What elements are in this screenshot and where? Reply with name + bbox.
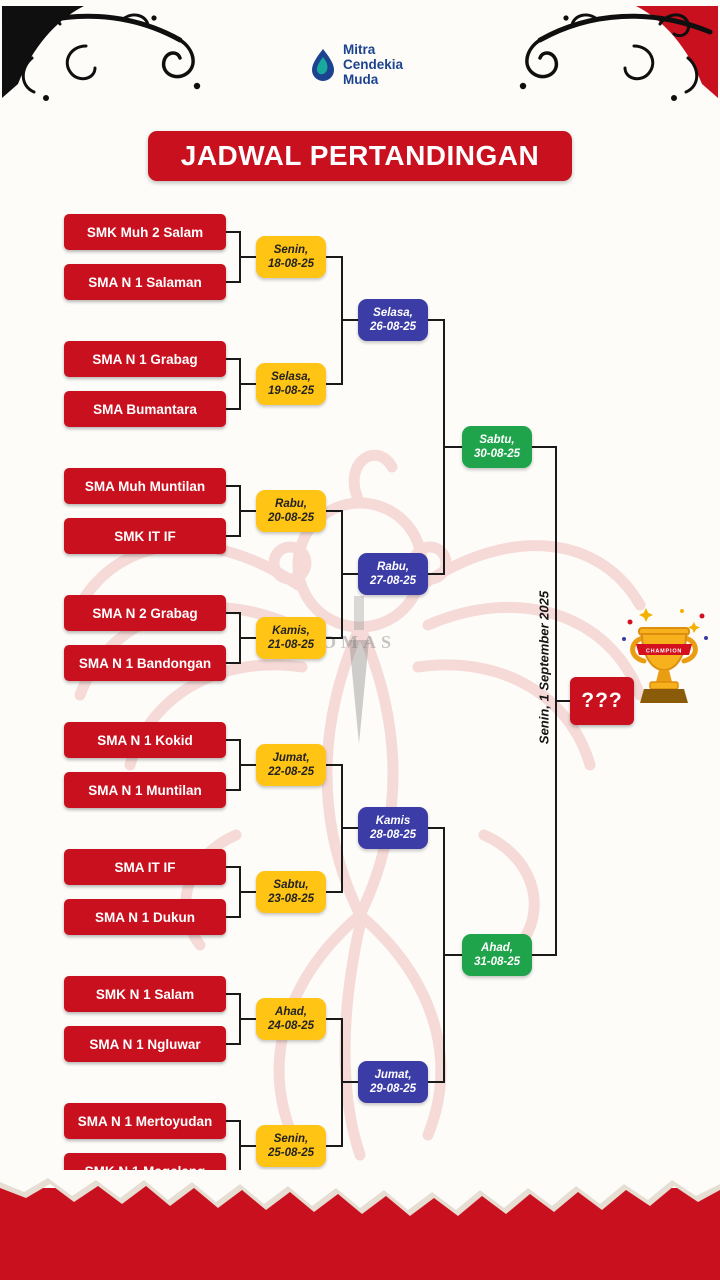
date-day: Selasa, [373, 307, 413, 319]
date-day: Senin, [273, 1133, 309, 1145]
date-value: 26-08-25 [369, 321, 417, 333]
date-day: Selasa, [271, 371, 311, 383]
round1-date-box: Senin, 25-08-25 [256, 1125, 326, 1167]
final-date-label: Senin, 1 September 2025 [536, 590, 552, 745]
team-box: SMA N 1 Ngluwar [64, 1026, 226, 1062]
date-value: 31-08-25 [473, 956, 521, 968]
final-winner-box: ??? [570, 677, 634, 725]
date-day: Ahad, [481, 942, 513, 954]
date-value: 19-08-25 [267, 385, 315, 397]
team-box: SMK IT IF [64, 518, 226, 554]
team-box: SMA N 1 Mertoyudan [64, 1103, 226, 1139]
team-box: SMK Muh 2 Salam [64, 214, 226, 250]
team-box: SMA Muh Muntilan [64, 468, 226, 504]
semifinal-date-box: Ahad, 31-08-25 [462, 934, 532, 976]
date-value: 20-08-25 [267, 512, 315, 524]
logo-text-line2: Cendekia [343, 57, 404, 72]
logo-text-line1: Mitra [343, 42, 376, 57]
team-box: SMA IT IF [64, 849, 226, 885]
date-day: Sabtu, [479, 434, 515, 446]
date-day: Jumat, [374, 1069, 412, 1081]
team-box: SMK N 1 Salam [64, 976, 226, 1012]
round2-date-box: Rabu, 27-08-25 [358, 553, 428, 595]
date-value: 24-08-25 [267, 1020, 315, 1032]
title-banner: JADWAL PERTANDINGAN [148, 131, 572, 181]
torn-paper-edge [0, 1170, 720, 1280]
date-value: 28-08-25 [369, 829, 417, 841]
date-value: 23-08-25 [267, 893, 315, 905]
date-value: 29-08-25 [369, 1083, 417, 1095]
round2-date-box: Selasa, 26-08-25 [358, 299, 428, 341]
round1-date-box: Rabu, 20-08-25 [256, 490, 326, 532]
date-day: Kamis, [272, 625, 310, 637]
team-box: SMA N 1 Salaman [64, 264, 226, 300]
round1-date-box: Ahad, 24-08-25 [256, 998, 326, 1040]
date-value: 25-08-25 [267, 1147, 315, 1159]
logo-drop-icon [312, 48, 334, 81]
trophy-ribbon-label: CHAMPION [646, 649, 682, 655]
monument-watermark-icon [349, 596, 369, 744]
round1-date-box: Senin, 18-08-25 [256, 236, 326, 278]
date-value: 27-08-25 [369, 575, 417, 587]
round2-date-box: Kamis 28-08-25 [358, 807, 428, 849]
date-day: Rabu, [377, 561, 409, 573]
team-box: SMA N 1 Kokid [64, 722, 226, 758]
round2-date-box: Jumat, 29-08-25 [358, 1061, 428, 1103]
date-day: Jumat, [272, 752, 310, 764]
team-box: SMA N 1 Grabag [64, 341, 226, 377]
corner-flourish-right-icon [519, 6, 718, 101]
team-box: SMA N 1 Muntilan [64, 772, 226, 808]
team-box: SMA Bumantara [64, 391, 226, 427]
corner-flourish-left-icon [2, 6, 201, 101]
round1-date-box: Sabtu, 23-08-25 [256, 871, 326, 913]
date-value: 30-08-25 [473, 448, 521, 460]
team-box: SMA N 2 Grabag [64, 595, 226, 631]
team-box: SMA N 1 Bandongan [64, 645, 226, 681]
round1-date-box: Jumat, 22-08-25 [256, 744, 326, 786]
date-day: Ahad, [275, 1006, 307, 1018]
date-value: 18-08-25 [267, 258, 315, 270]
trophy-icon: CHAMPION [622, 608, 708, 703]
page-title: JADWAL PERTANDINGAN [180, 140, 540, 171]
round1-date-box: Selasa, 19-08-25 [256, 363, 326, 405]
date-day: Rabu, [275, 498, 307, 510]
round1-date-box: Kamis, 21-08-25 [256, 617, 326, 659]
logo-text-line3: Muda [343, 72, 379, 87]
logo: Mitra Cendekia Muda [310, 42, 403, 87]
team-box: SMA N 1 Dukun [64, 899, 226, 935]
date-value: 22-08-25 [267, 766, 315, 778]
date-day: Sabtu, [273, 879, 309, 891]
date-day: Kamis [375, 815, 411, 827]
semifinal-date-box: Sabtu, 30-08-25 [462, 426, 532, 468]
date-value: 21-08-25 [267, 639, 315, 651]
date-day: Senin, [273, 244, 309, 256]
winner-placeholder: ??? [581, 689, 623, 712]
